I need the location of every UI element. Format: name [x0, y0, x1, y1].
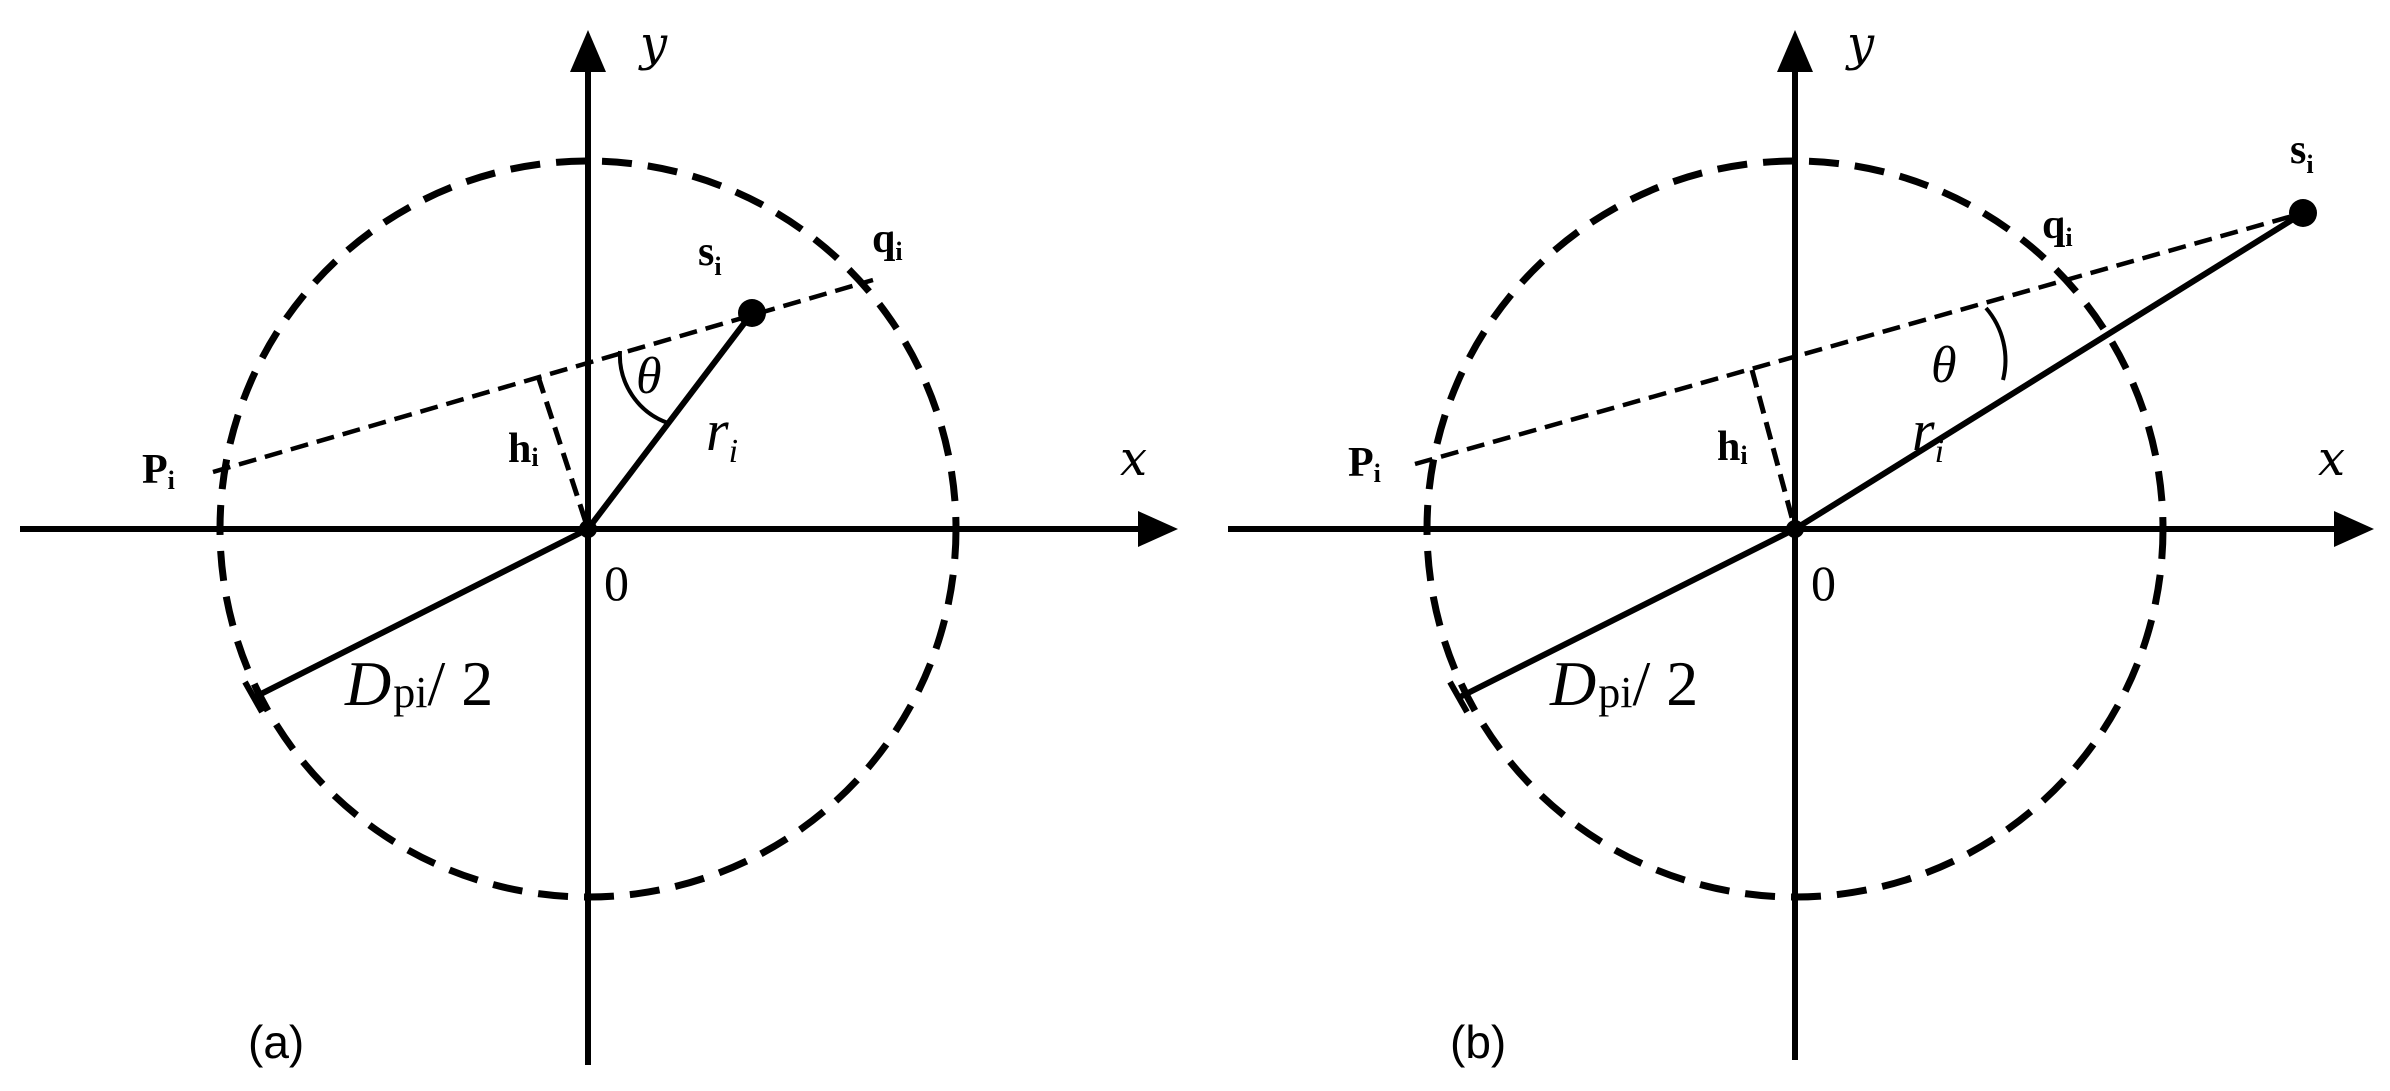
point-s-label: si — [698, 229, 722, 281]
axis-y-label: y — [638, 16, 668, 72]
point-h-label: hi — [1717, 424, 1748, 470]
radius-r — [1793, 210, 2305, 532]
panel-label: (b) — [1450, 1016, 1506, 1068]
angle-label: θ — [636, 348, 662, 405]
half-diameter-label: Dpi/ 2 — [1549, 648, 1698, 719]
point-h-label: hi — [508, 426, 539, 472]
radius-r — [585, 311, 755, 531]
pipe-circle — [1423, 157, 2167, 901]
point-q-label: qi — [2042, 202, 2073, 252]
radius-label: ri — [706, 398, 738, 470]
point-q-label: qi — [872, 216, 903, 266]
half-diameter-tick — [242, 680, 265, 714]
point-s — [2289, 199, 2317, 227]
y-axis-arrowhead — [1777, 30, 1813, 72]
half-diameter-tick — [1447, 680, 1470, 714]
panel-b: x y 0 si qi Pi hi θ ri Dpi/ 2 (b) — [1228, 16, 2374, 1068]
origin-label: 0 — [1811, 555, 1836, 611]
chord-p-q — [1414, 210, 2304, 467]
perpendicular-h — [535, 375, 591, 530]
point-p-label: Pi — [1348, 440, 1381, 488]
origin-dot — [1786, 520, 1804, 538]
x-axis-arrowhead — [1138, 511, 1178, 547]
pipe-circle — [216, 157, 960, 901]
axis-x-label: x — [2318, 431, 2345, 487]
radius-label: ri — [1912, 398, 1944, 470]
panel-a: x y 0 si qi Pi hi θ ri Dpi/ 2 (a) — [20, 16, 1178, 1068]
panel-label: (a) — [248, 1016, 304, 1068]
axis-y-label: y — [1845, 16, 1875, 72]
half-diameter-line — [1458, 526, 1797, 700]
y-axis-arrowhead — [570, 30, 606, 72]
axis-x-label: x — [1120, 431, 1147, 487]
x-axis-arrowhead — [2334, 511, 2374, 547]
point-s — [738, 299, 766, 327]
point-p-label: Pi — [142, 447, 175, 495]
angle-arc — [617, 350, 669, 425]
point-s-label: si — [2290, 127, 2314, 179]
half-diameter-label: Dpi/ 2 — [344, 648, 493, 719]
perpendicular-h — [1749, 369, 1798, 530]
origin-dot — [579, 520, 597, 538]
angle-arc — [1984, 306, 2008, 381]
chord-p-q — [212, 277, 874, 475]
half-diameter-line — [253, 526, 590, 700]
origin-label: 0 — [604, 555, 629, 611]
angle-label: θ — [1931, 337, 1957, 394]
